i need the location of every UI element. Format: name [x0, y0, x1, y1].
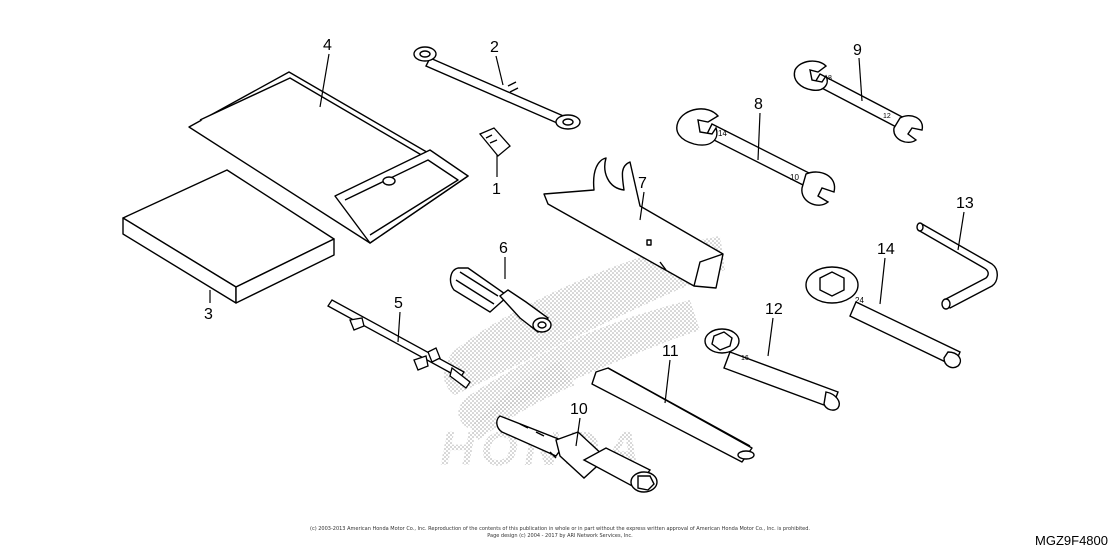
wrench-12-marking: 16: [741, 355, 749, 362]
callout-9: 9: [853, 42, 862, 59]
hook-spanner-wrench-7: [543, 157, 724, 289]
callout-11: 11: [662, 343, 679, 360]
ring-wrench-2: [413, 46, 581, 130]
callout-2: 2: [490, 39, 499, 56]
screwdriver-bit-5: [327, 299, 471, 389]
callout-4: 4: [323, 37, 332, 54]
copyright-line-2: Page design (c) 2004 - 2017 by ARI Netwo…: [487, 532, 633, 539]
tool-clip: [478, 127, 511, 157]
callout-6: 6: [499, 240, 508, 257]
box-wrench-12: 16: [704, 328, 840, 411]
callout-numbers: 1 2 3 4 5 6 7 8 9 10 11 12 13 14: [204, 37, 974, 418]
callout-5: 5: [394, 295, 403, 312]
callout-3: 3: [204, 306, 213, 323]
callout-12: 12: [765, 301, 783, 318]
tool-bag: [188, 71, 469, 244]
diagram-code: MGZ9F4800: [1035, 533, 1108, 548]
copyright-line-1: (c) 2003-2013 American Honda Motor Co., …: [310, 526, 810, 532]
wrench-8-marking-a: 14: [718, 129, 727, 138]
callout-14: 14: [877, 241, 895, 258]
wrench-9-marking-b: 12: [883, 113, 891, 120]
callout-10: 10: [570, 401, 588, 418]
callout-1: 1: [492, 181, 501, 198]
callout-8: 8: [754, 96, 763, 113]
spark-plug-socket-10: [496, 415, 658, 493]
screwdriver-handle-6: [449, 267, 552, 334]
open-end-wrench-8: 14 10: [676, 108, 836, 206]
wrench-8-marking-b: 10: [790, 173, 799, 182]
wrench-9-marking-a: 8: [828, 75, 832, 82]
wrench-14-marking: 24: [855, 296, 864, 305]
hex-key-13: [916, 222, 998, 310]
callout-13: 13: [956, 195, 974, 212]
copyright-notice: (c) 2003-2013 American Honda Motor Co., …: [240, 526, 880, 539]
owners-manual-book: [122, 169, 335, 304]
callout-7: 7: [638, 175, 647, 192]
callout-leaders: [209, 53, 965, 447]
ring-wrench-14: 24: [805, 266, 962, 369]
extension-bar-11: [591, 367, 755, 463]
open-end-wrench-9: 8 12: [793, 60, 924, 144]
